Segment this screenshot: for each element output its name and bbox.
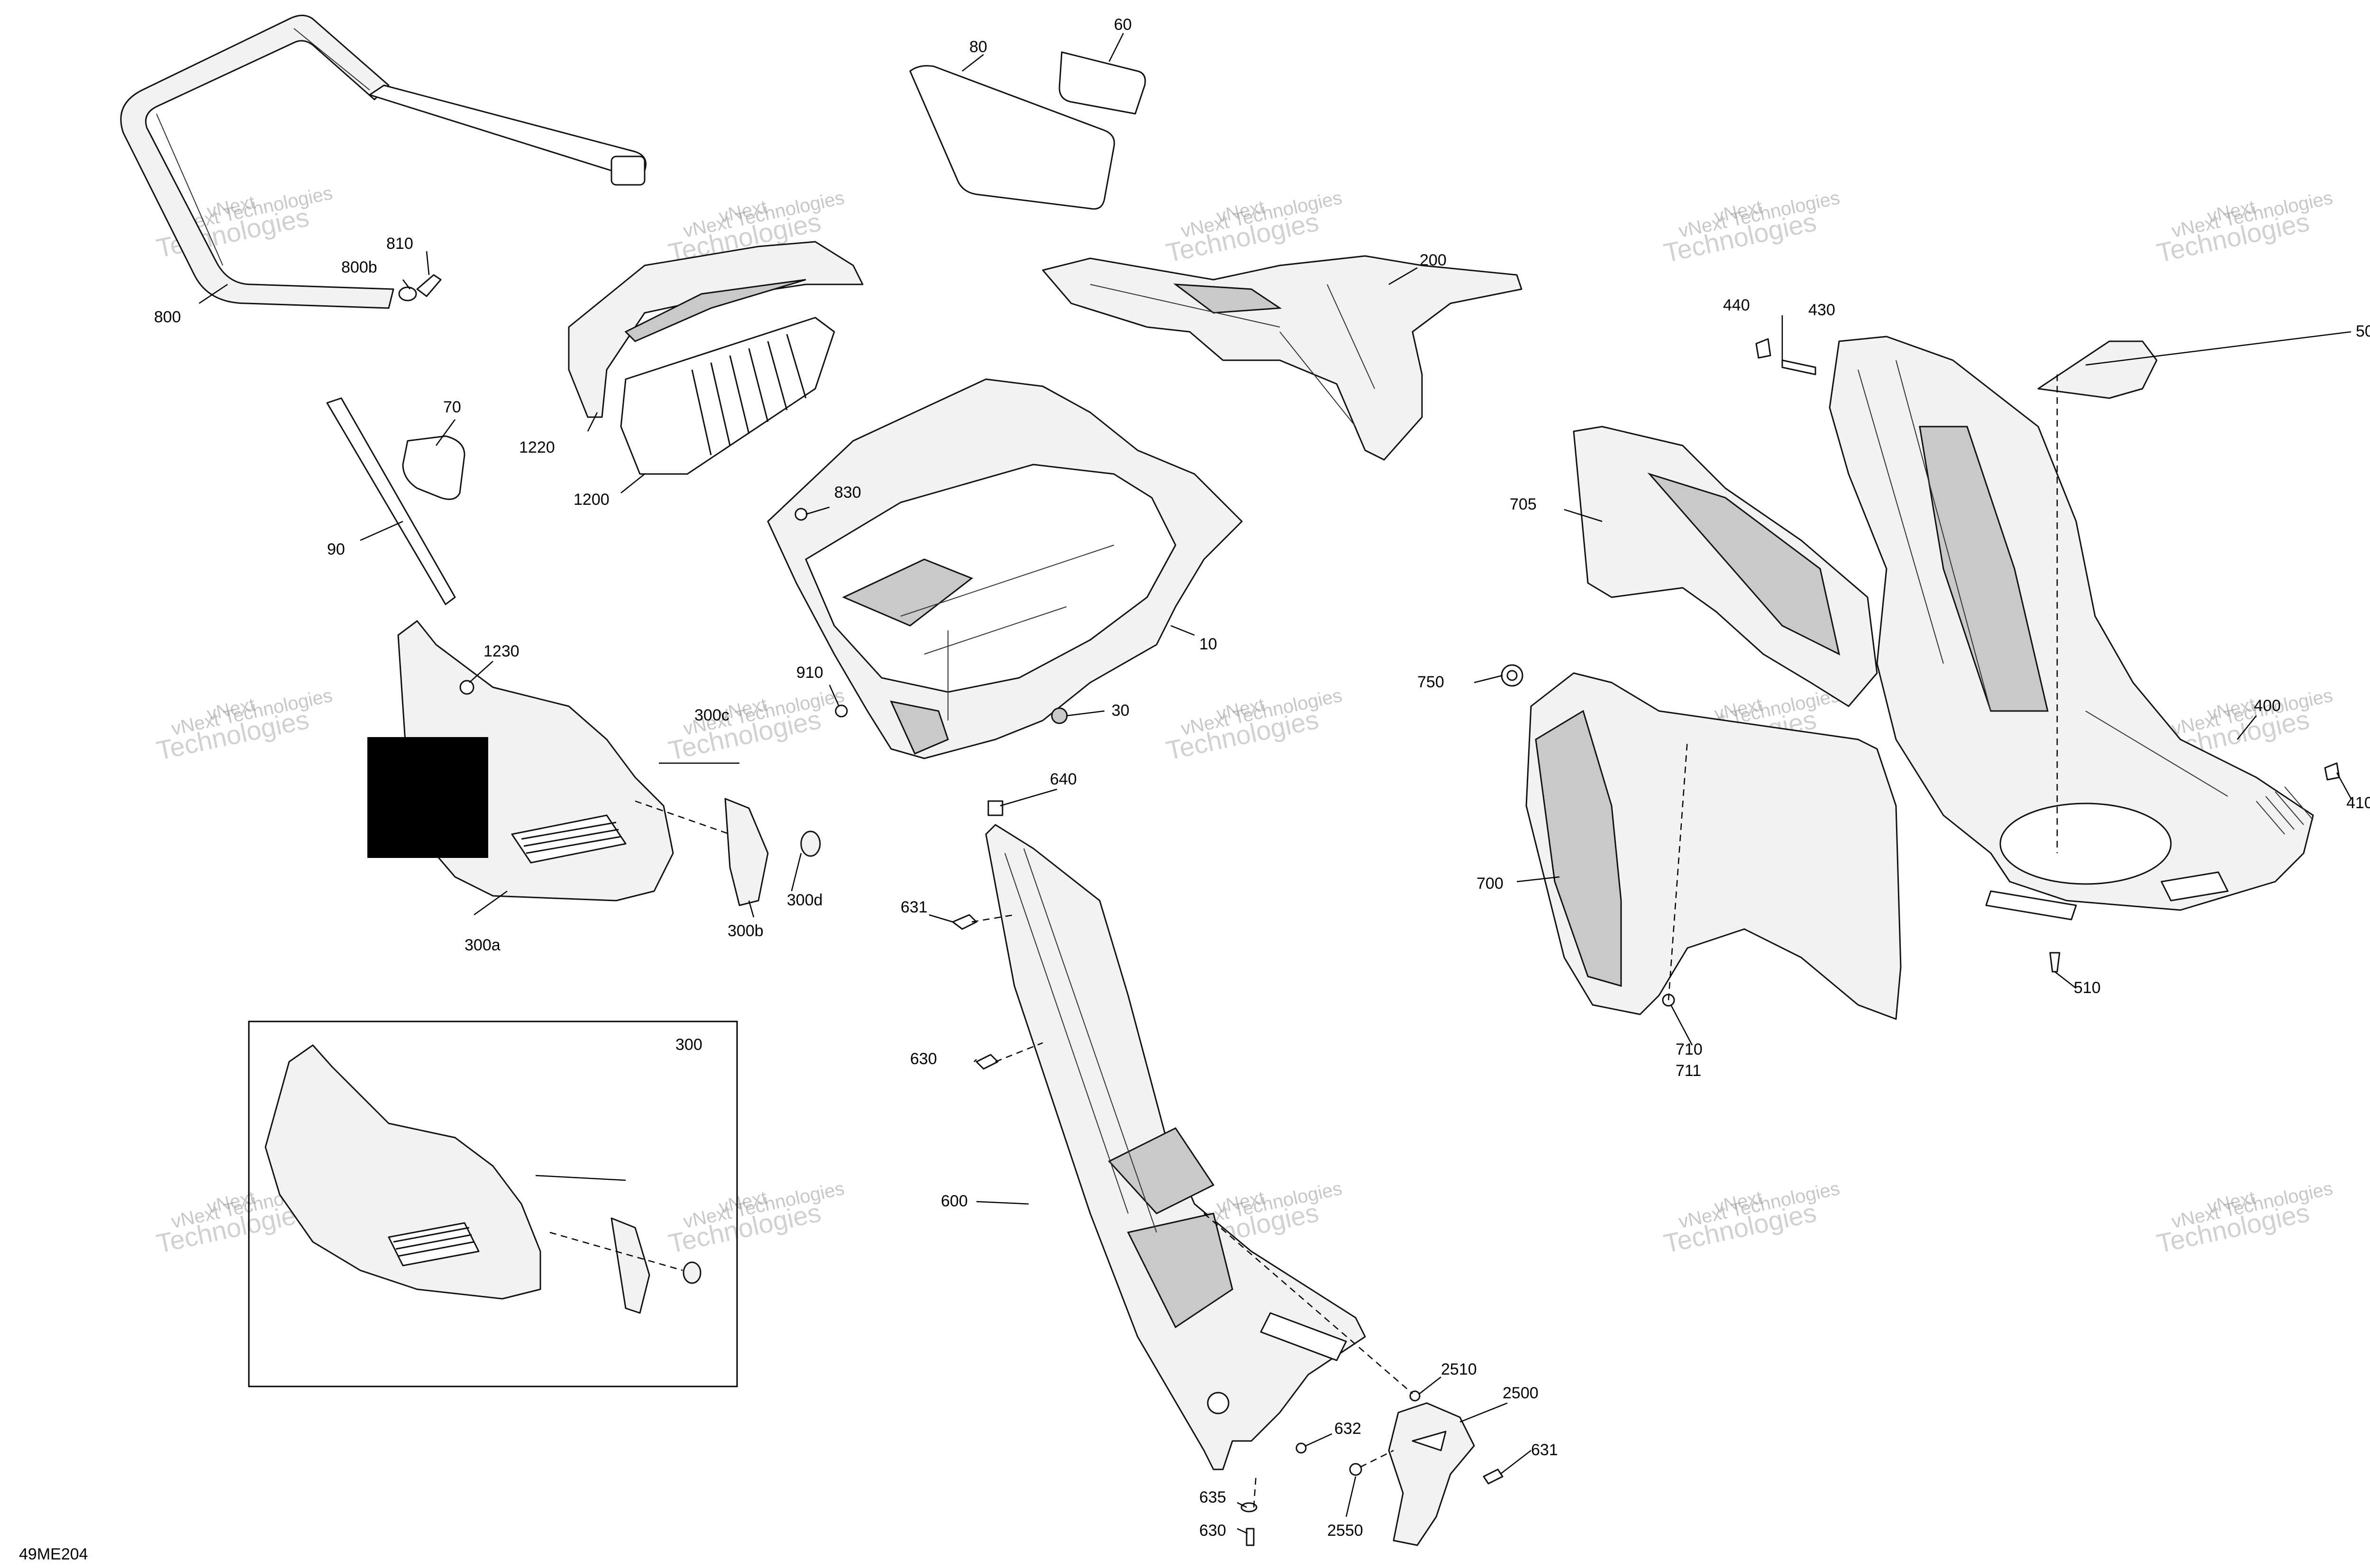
part-630-screw-upper[interactable] — [975, 1054, 999, 1070]
callout-700: 700 — [1477, 875, 1504, 893]
callout-90: 90 — [327, 540, 345, 558]
kit-box-300: 300 — [248, 1021, 738, 1387]
callout-2510: 2510 — [1441, 1360, 1477, 1378]
part-430-bolt[interactable] — [1781, 359, 1816, 375]
part-1230-clip[interactable] — [459, 680, 474, 695]
callout-300d: 300d — [787, 891, 823, 909]
part-630-screw-lower[interactable] — [1246, 1528, 1255, 1546]
part-635-washer[interactable] — [1240, 1502, 1258, 1513]
callout-711: 711 — [1676, 1062, 1701, 1080]
callout-400: 400 — [2254, 697, 2281, 715]
watermark: vNext Technologies vNext Technologies — [2154, 187, 2334, 268]
callout-60: 60 — [1114, 16, 1132, 34]
callout-1230: 1230 — [483, 642, 520, 660]
part-300d-grommet[interactable] — [800, 830, 821, 857]
part-910-nut[interactable] — [835, 704, 848, 718]
callout-635: 635 — [1199, 1488, 1226, 1506]
part-700-side-panel[interactable] — [1525, 672, 1902, 1020]
part-400-rear-body[interactable] — [1829, 336, 2314, 921]
part-631-screw-upper[interactable] — [952, 914, 977, 930]
part-705-inner-panel[interactable] — [1573, 426, 1878, 707]
callout-70: 70 — [443, 398, 461, 416]
watermark: vNext Technologies vNext Technologies — [665, 1178, 846, 1258]
part-30-fastener[interactable] — [1051, 707, 1068, 724]
callout-630-upper: 630 — [910, 1050, 937, 1068]
part-410-screw[interactable] — [2324, 762, 2340, 781]
part-60-cover[interactable] — [1058, 51, 1146, 115]
part-830-clip[interactable] — [794, 508, 808, 521]
callout-830: 830 — [834, 483, 861, 501]
part-440-screw[interactable] — [1755, 338, 1771, 359]
part-510-screw[interactable] — [2049, 952, 2060, 973]
part-640-clip[interactable] — [987, 800, 1003, 816]
part-810-screw[interactable] — [416, 274, 442, 297]
part-300b-bracket[interactable] — [724, 798, 769, 906]
part-90-trim-strip[interactable] — [326, 397, 456, 605]
part-500-plate[interactable] — [2037, 340, 2158, 399]
callout-2500: 2500 — [1503, 1384, 1539, 1402]
callout-631-lower: 631 — [1531, 1441, 1558, 1459]
leader-lines — [199, 33, 2352, 1534]
watermark: vNext Technologies vNext Technologies — [665, 685, 846, 766]
part-800b-spacer[interactable] — [398, 286, 417, 301]
watermark: vNext Technologies vNext Technologies — [1163, 685, 1344, 766]
watermark: vNext Technologies vNext Technologies — [1661, 1178, 1841, 1258]
callout-labels: 800 800b 810 80 60 200 440 430 500 70 90… — [19, 16, 2370, 1563]
part-600-side-fairing[interactable] — [985, 824, 1366, 1470]
part-80-panel[interactable] — [909, 65, 1115, 210]
callout-640: 640 — [1050, 770, 1077, 788]
callout-10: 10 — [1199, 635, 1217, 653]
callout-632: 632 — [1334, 1420, 1361, 1438]
part-1220-side-cover[interactable] — [568, 241, 864, 418]
callout-30: 30 — [1112, 702, 1130, 720]
callout-2550: 2550 — [1327, 1522, 1363, 1540]
callout-500: 500 — [2356, 322, 2370, 340]
callout-800: 800 — [154, 308, 181, 326]
callout-300b: 300b — [728, 922, 764, 940]
callout-410: 410 — [2346, 794, 2370, 812]
watermark: vNext Technologies vNext Technologies — [1163, 187, 1344, 268]
part-632-screw[interactable] — [1295, 1442, 1307, 1454]
kit-300-assembly[interactable] — [264, 1044, 702, 1314]
kit-box-label: 300 — [675, 1036, 702, 1054]
callout-80: 80 — [969, 38, 987, 56]
watermark: vNext Technologies vNext Technologies — [2154, 1178, 2334, 1258]
callout-800b: 800b — [341, 258, 377, 276]
callout-631-upper: 631 — [901, 898, 928, 916]
callout-750: 750 — [1417, 673, 1444, 691]
part-70-cover[interactable] — [402, 435, 465, 500]
callout-600: 600 — [941, 1192, 968, 1210]
diagram-code: 49ME204 — [19, 1545, 88, 1563]
callout-300a: 300a — [465, 936, 501, 954]
part-631-screw-lower[interactable] — [1483, 1468, 1504, 1485]
callout-1200: 1200 — [574, 491, 610, 509]
callout-705: 705 — [1510, 495, 1537, 513]
watermark: vNext Technologies vNext Technologies — [1661, 187, 1841, 268]
part-800-grab-bar[interactable] — [120, 15, 647, 309]
callout-510: 510 — [2074, 979, 2101, 997]
part-200-upper-fairing[interactable] — [1042, 255, 1522, 461]
redaction-block — [367, 737, 488, 858]
callout-1220: 1220 — [519, 438, 555, 456]
callout-200: 200 — [1420, 251, 1447, 269]
part-2550-screw[interactable] — [1349, 1463, 1362, 1476]
callout-440: 440 — [1723, 296, 1750, 314]
callout-300c: 300c — [694, 706, 729, 724]
callout-430: 430 — [1808, 301, 1835, 319]
part-750-washer[interactable] — [1501, 664, 1523, 687]
callout-910: 910 — [796, 664, 823, 682]
part-10-main-body[interactable] — [767, 378, 1243, 759]
part-2500-bracket[interactable] — [1388, 1402, 1475, 1546]
part-1200-grille[interactable] — [620, 317, 835, 475]
callout-630-lower: 630 — [1199, 1522, 1226, 1540]
watermark: vNext Technologies vNext Technologies — [154, 685, 334, 766]
callout-810: 810 — [386, 235, 413, 253]
callout-710: 710 — [1676, 1040, 1703, 1058]
